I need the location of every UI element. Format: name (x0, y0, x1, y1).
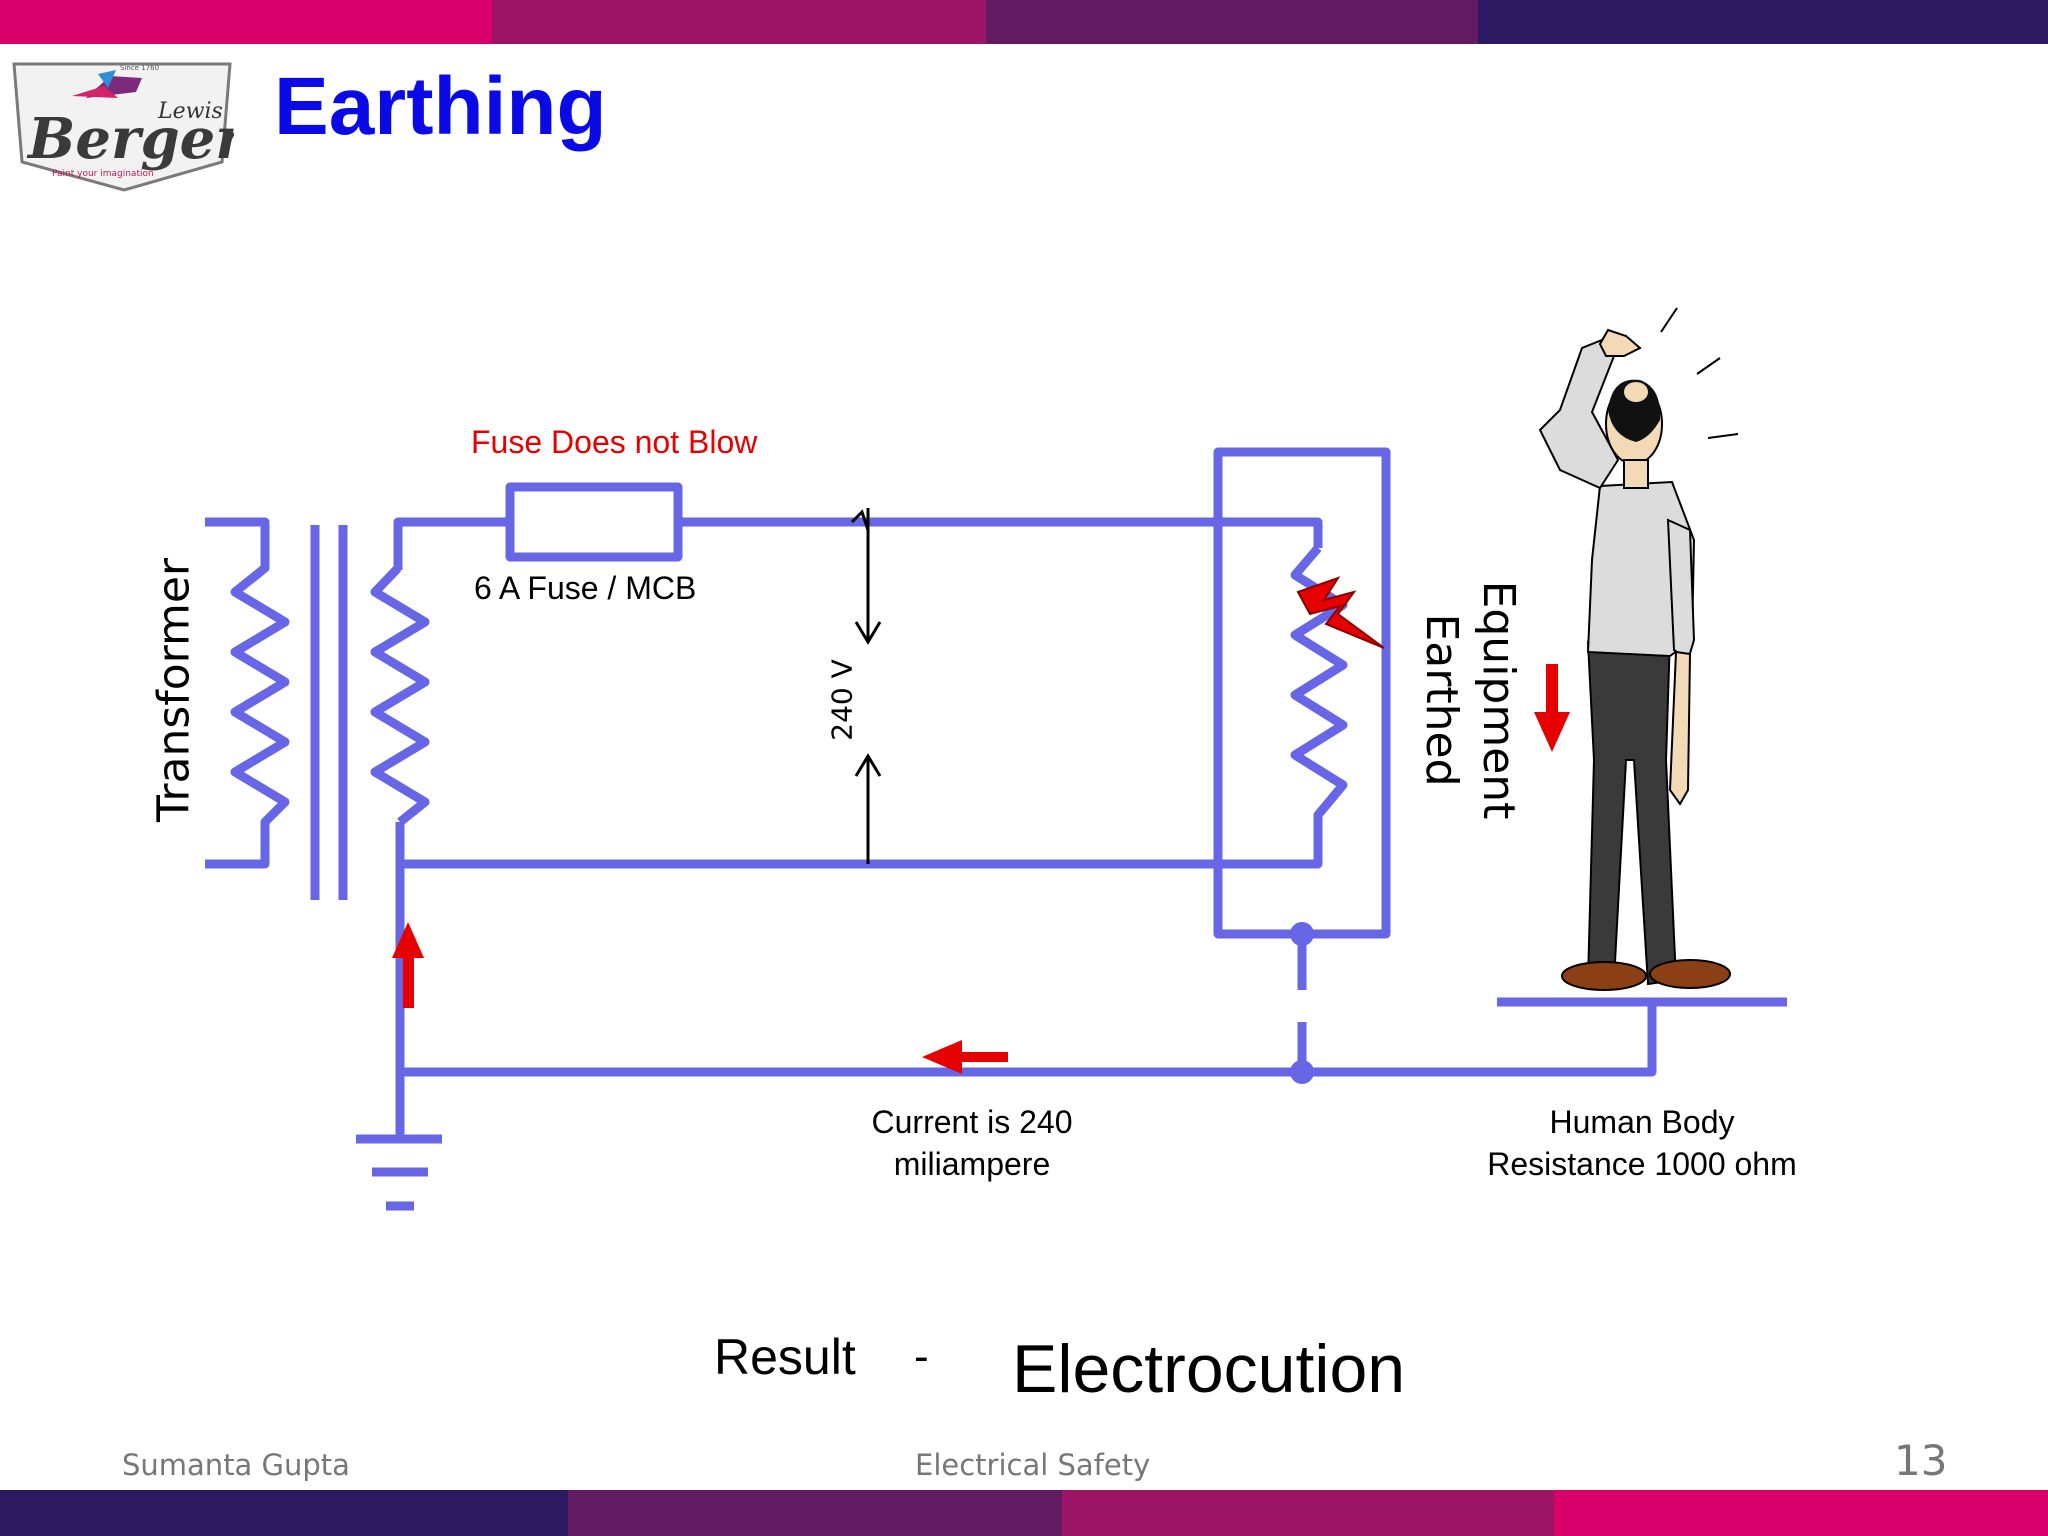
fuse-status-label: Fuse Does not Blow (471, 424, 758, 460)
page-number: 13 (1894, 1436, 1948, 1485)
body-resistance-line2: Resistance 1000 ohm (1487, 1145, 1797, 1182)
svg-text:Since 1760: Since 1760 (120, 64, 159, 72)
result-label: Result (714, 1329, 856, 1385)
svg-text:Berger: Berger (26, 106, 234, 172)
ground-symbol-icon (356, 1134, 442, 1211)
equipment-label-line1: Equipment (1473, 580, 1525, 820)
footer-topic: Electrical Safety (915, 1448, 1151, 1482)
voltage-label: 240 V (825, 659, 859, 741)
transformer-label: Transformer (148, 557, 200, 823)
current-arrow-icon (392, 664, 1570, 1074)
transformer-primary-coil-icon (205, 517, 290, 869)
voltage-indicator (850, 508, 882, 864)
top-color-bar (0, 0, 2048, 44)
slide-title: Earthing (274, 61, 607, 152)
current-label-line1: Current is 240 (871, 1104, 1073, 1140)
body-resistance-label: Human Body Resistance 1000 ohm (1487, 1102, 1797, 1185)
svg-text:Lewis: Lewis (157, 99, 223, 124)
current-label: Current is 240 miliampere (872, 1102, 1073, 1185)
spark-icon (1296, 576, 1385, 649)
fuse-icon (505, 482, 683, 562)
bottom-color-bar (0, 1490, 2048, 1536)
equipment-label-line2: Earthed (1416, 613, 1467, 787)
result-value: Electrocution (1012, 1331, 1406, 1407)
body-resistance-line1: Human Body (1549, 1104, 1735, 1140)
berger-logo: Since 1760 Lewis Berger Paint your imagi… (12, 62, 234, 192)
transformer-secondary-coil-icon (370, 564, 430, 826)
footer-author: Sumanta Gupta (122, 1448, 350, 1482)
fuse-label: 6 A Fuse / MCB (474, 570, 697, 606)
person-figure-icon (1538, 307, 1739, 991)
result-separator: - (914, 1332, 929, 1381)
current-label-line2: miliampere (893, 1145, 1051, 1182)
equipment-label: Equipment Earthed (1413, 581, 1527, 820)
svg-text:Paint your imagination: Paint your imagination (52, 169, 154, 179)
